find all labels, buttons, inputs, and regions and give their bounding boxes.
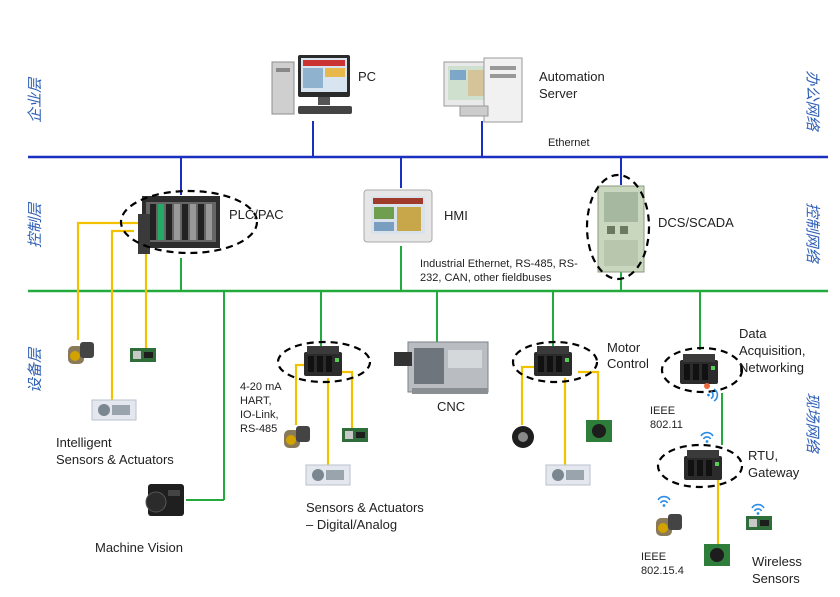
rtu-label-line2: Gateway — [748, 465, 800, 480]
intelligent-board-icon — [130, 348, 156, 362]
wireless-sensor-icon — [656, 514, 682, 536]
wireless-actuator-icon — [704, 544, 730, 566]
pc-label: PC — [358, 69, 377, 84]
ieee-80211-label-line2: 802.11 — [650, 419, 683, 431]
layer-label-device: 设备层 — [26, 347, 45, 394]
cnc-label: CNC — [437, 399, 466, 414]
machine-vision-label: Machine Vision — [95, 540, 183, 555]
fieldbus-label-line1: Industrial Ethernet, RS-485, RS- — [420, 258, 578, 270]
network-label-office: 办公网络 — [803, 70, 822, 131]
analog-board-icon — [342, 428, 368, 442]
motor-actuator-icon — [545, 464, 591, 486]
data-acquisition-label-line1: Data — [739, 326, 767, 341]
hmi-icon — [363, 189, 433, 243]
motor-control-module — [534, 346, 572, 376]
automation-server-label-line2: Server — [539, 86, 578, 101]
rtu-label-line1: RTU, — [748, 448, 779, 463]
data-acquisition-module — [680, 354, 718, 384]
wireless-board-icon — [746, 516, 772, 530]
sensor-io-highlight — [276, 340, 372, 384]
machine-vision-camera-icon — [145, 484, 184, 516]
intelligent-actuator-icon — [91, 399, 137, 421]
dcs-label: DCS/SCADA — [658, 215, 734, 230]
sensor-wires — [76, 221, 720, 545]
hmi-label: HMI — [444, 208, 468, 223]
cnc-machine-icon — [394, 341, 489, 394]
digital-actuator-icon — [305, 464, 351, 486]
automation-server-icon — [443, 57, 523, 123]
control-bus — [28, 246, 828, 501]
signals-label-line2: HART, — [240, 395, 272, 407]
intelligent-sensors-label-line2: Sensors & Actuators — [56, 452, 174, 467]
wireless-sensors-label-line2: Sensors — [752, 571, 800, 586]
rtu-gateway-module — [684, 450, 722, 480]
motor-control-label-line2: Control — [607, 356, 649, 371]
pc-icon — [271, 55, 352, 115]
ethernet-bus — [28, 121, 828, 195]
sensors-actuators-label-line1: Sensors & Actuators — [306, 500, 424, 515]
ieee-802154-label-line2: 802.15.4 — [641, 565, 684, 577]
intelligent-sensor-icon — [68, 342, 94, 364]
status-led — [704, 383, 710, 389]
intelligent-sensors-label-line1: Intelligent — [56, 435, 112, 450]
layer-label-enterprise: 企业层 — [26, 77, 45, 124]
ieee-80211-label-line1: IEEE — [650, 405, 676, 417]
rtu-gateway-highlight — [656, 443, 744, 489]
network-label-control: 控制网络 — [803, 202, 822, 263]
automation-server-label-line1: Automation — [539, 69, 605, 84]
analog-sensor-icon — [284, 426, 310, 448]
data-acquisition-label-line3: Networking — [739, 360, 805, 375]
data-acquisition-label-line2: Acquisition, — [739, 343, 806, 358]
wireless-sensors-label-line1: Wireless — [752, 554, 802, 569]
dcs-highlight — [585, 173, 651, 281]
sensors-actuators-label-line2: – Digital/Analog — [306, 517, 398, 532]
dcs-icon — [597, 185, 645, 273]
motor-board-icon — [586, 420, 612, 442]
ethernet-label: Ethernet — [548, 137, 590, 149]
ieee-802154-label-line1: IEEE — [641, 551, 667, 563]
signals-label-line4: RS-485 — [240, 423, 278, 435]
motor-control-label-line1: Motor — [607, 340, 641, 355]
fieldbus-label-line2: 232, CAN, other fieldbuses — [420, 272, 552, 284]
signals-label-line1: 4-20 mA — [240, 381, 282, 393]
wifi-icon — [751, 503, 765, 516]
plc-label: PLC/PAC — [229, 207, 284, 222]
network-label-field: 现场网络 — [803, 392, 822, 453]
motor-control-highlight — [511, 340, 599, 384]
encoder-icon — [512, 426, 534, 448]
wifi-icon — [657, 495, 671, 508]
signals-label-line3: IO-Link, — [240, 409, 279, 421]
wifi-icon — [700, 431, 714, 444]
sensor-io-module — [304, 346, 342, 376]
data-acquisition-highlight — [660, 346, 744, 394]
layer-label-control: 控制层 — [26, 202, 45, 249]
plc-highlight — [119, 189, 259, 255]
plc-icon — [138, 196, 220, 254]
